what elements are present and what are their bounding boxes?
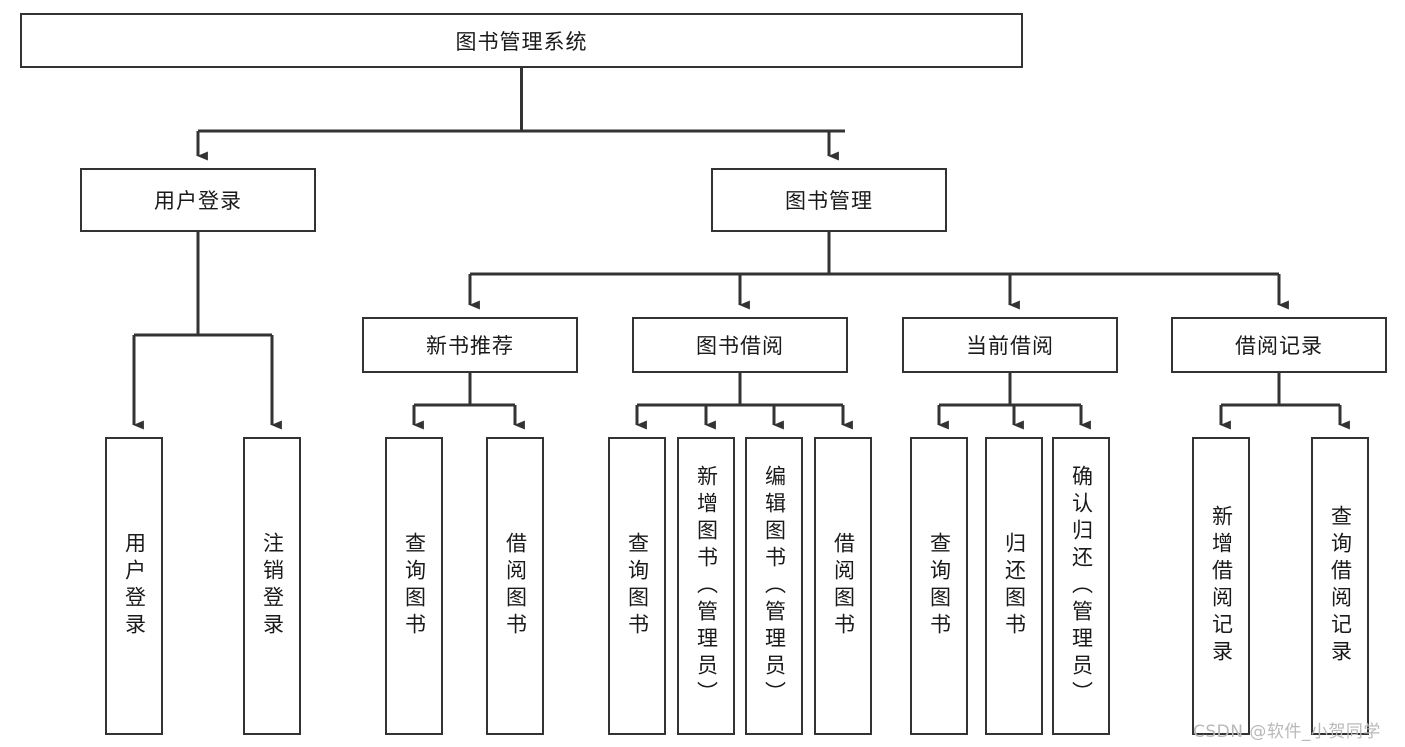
- node-book-borrow-label: 图书借阅: [696, 334, 784, 358]
- node-leaf-add-book-label: 新增图书（管理员）: [694, 464, 719, 708]
- node-borrow-record[interactable]: 借阅记录: [1171, 317, 1387, 373]
- node-user-login[interactable]: 用户登录: [80, 168, 316, 232]
- node-leaf-query-book-3[interactable]: 查询图书: [910, 437, 968, 735]
- node-leaf-user-login[interactable]: 用户登录: [105, 437, 163, 735]
- node-leaf-user-logout[interactable]: 注销登录: [243, 437, 301, 735]
- node-leaf-user-logout-label: 注销登录: [260, 532, 285, 640]
- node-leaf-edit-book-label: 编辑图书（管理员）: [762, 464, 787, 708]
- node-leaf-borrow-book-2-label: 借阅图书: [831, 532, 856, 640]
- node-book-borrow[interactable]: 图书借阅: [632, 317, 848, 373]
- node-leaf-query-record[interactable]: 查询借阅记录: [1311, 437, 1369, 735]
- node-leaf-return-book-label: 归还图书: [1002, 532, 1027, 640]
- node-user-login-label: 用户登录: [154, 189, 242, 213]
- node-leaf-confirm-return[interactable]: 确认归还（管理员）: [1052, 437, 1110, 735]
- node-leaf-query-book-3-label: 查询图书: [927, 532, 952, 640]
- node-current-borrow-label: 当前借阅: [966, 334, 1054, 358]
- node-new-book-rec[interactable]: 新书推荐: [362, 317, 578, 373]
- node-leaf-borrow-book-1[interactable]: 借阅图书: [486, 437, 544, 735]
- node-leaf-add-record-label: 新增借阅记录: [1209, 505, 1234, 667]
- node-leaf-query-book-2-label: 查询图书: [625, 532, 650, 640]
- node-leaf-query-book-1-label: 查询图书: [402, 532, 427, 640]
- node-leaf-add-book[interactable]: 新增图书（管理员）: [677, 437, 735, 735]
- node-leaf-borrow-book-2[interactable]: 借阅图书: [814, 437, 872, 735]
- node-book-manage-label: 图书管理: [785, 189, 873, 213]
- node-leaf-add-record[interactable]: 新增借阅记录: [1192, 437, 1250, 735]
- node-current-borrow[interactable]: 当前借阅: [902, 317, 1118, 373]
- node-leaf-query-book-1[interactable]: 查询图书: [385, 437, 443, 735]
- node-borrow-record-label: 借阅记录: [1235, 334, 1323, 358]
- node-root-label: 图书管理系统: [455, 29, 588, 54]
- node-leaf-confirm-return-label: 确认归还（管理员）: [1069, 464, 1094, 708]
- node-root[interactable]: 图书管理系统: [20, 13, 1023, 68]
- node-leaf-borrow-book-1-label: 借阅图书: [503, 532, 528, 640]
- node-leaf-query-book-2[interactable]: 查询图书: [608, 437, 666, 735]
- node-book-manage[interactable]: 图书管理: [711, 168, 947, 232]
- watermark-credit: CSDN @软件_小贺同学: [1193, 722, 1381, 742]
- node-leaf-edit-book[interactable]: 编辑图书（管理员）: [745, 437, 803, 735]
- node-leaf-query-record-label: 查询借阅记录: [1328, 505, 1353, 667]
- node-leaf-return-book[interactable]: 归还图书: [985, 437, 1043, 735]
- node-leaf-user-login-label: 用户登录: [122, 532, 147, 640]
- node-new-book-rec-label: 新书推荐: [426, 334, 514, 358]
